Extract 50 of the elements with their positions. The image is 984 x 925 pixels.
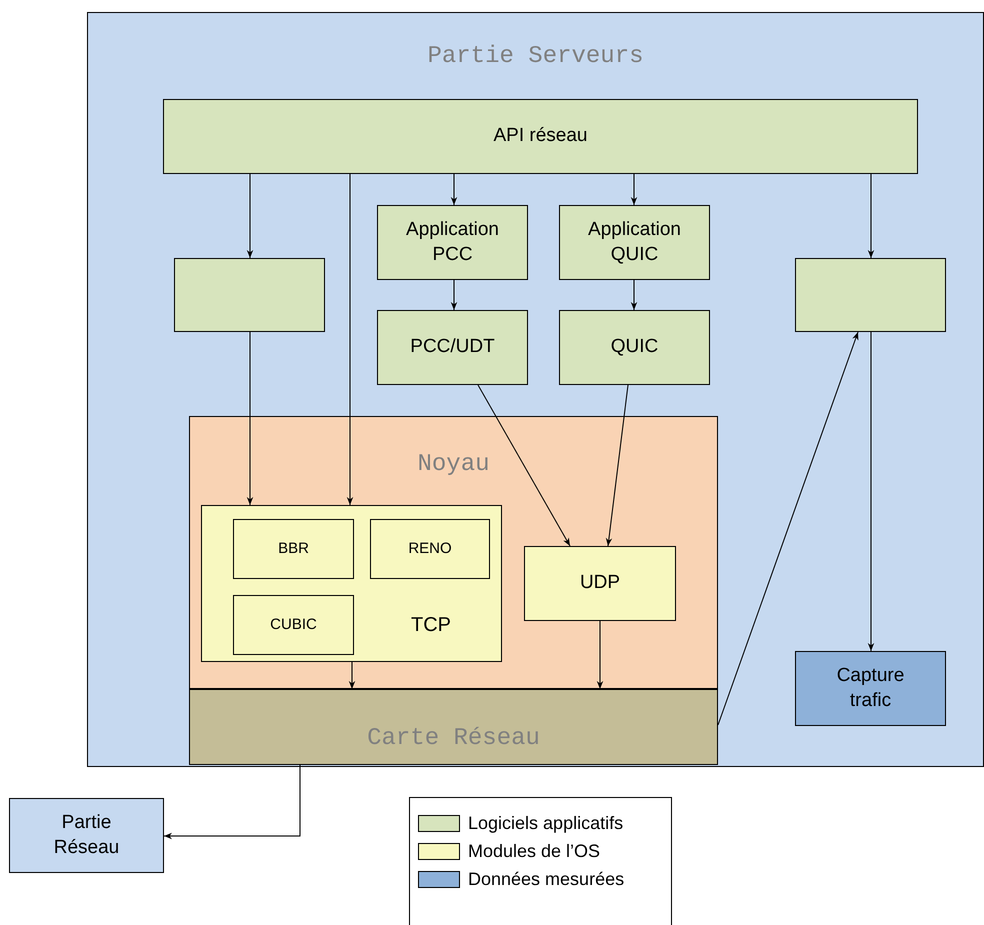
arrow [246, 174, 254, 258]
arrow [348, 662, 356, 690]
node-label: UDP [578, 571, 622, 596]
data-box [795, 651, 946, 726]
arrow [450, 174, 458, 206]
legend-label: Modules de l’OS [468, 842, 600, 860]
arrow [478, 384, 570, 546]
network-card-panel [189, 689, 718, 765]
panel-title: Partie Serveurs [426, 45, 645, 69]
arrow [630, 174, 638, 206]
arrow [164, 764, 300, 840]
arrow [718, 332, 858, 726]
process-box [163, 99, 918, 174]
arrow [596, 620, 604, 690]
panel-title: Noyau [416, 453, 490, 477]
node-label: TCP [410, 615, 452, 635]
arrow [868, 174, 874, 258]
node-label: Application PCC [405, 218, 500, 266]
node-label: API réseau [492, 124, 588, 148]
node-label: CUBIC [270, 616, 317, 634]
arrow [606, 384, 628, 546]
arrow [868, 332, 874, 652]
arrow [246, 332, 254, 506]
process-box [559, 310, 710, 385]
node-label: Partie Réseau [52, 810, 120, 860]
module-box [370, 519, 490, 579]
node-label: PCC/UDT [409, 335, 496, 360]
arrow [346, 174, 354, 506]
module-box [524, 546, 676, 621]
legend-label: Logiciels applicatifs [468, 814, 624, 832]
module-box [201, 505, 502, 662]
process-box [174, 258, 325, 332]
module-box [233, 595, 354, 655]
panel-title: Carte Réseau [366, 724, 541, 754]
process-box [377, 310, 528, 385]
arrow [450, 280, 458, 310]
module-box [233, 519, 354, 579]
process-box [559, 205, 710, 280]
node-label: RENO [408, 540, 452, 558]
node-label: Application QUIC [587, 218, 682, 266]
server-panel [87, 12, 984, 767]
arrow [630, 280, 638, 310]
legend-label: Données mesurées [468, 870, 624, 888]
network-box [9, 798, 164, 873]
node-label: Capture trafic [836, 664, 906, 712]
process-box [795, 258, 946, 332]
node-label: BBR [278, 540, 309, 558]
process-box [377, 205, 528, 280]
node-label: QUIC [610, 335, 660, 360]
kernel-panel [189, 416, 718, 689]
